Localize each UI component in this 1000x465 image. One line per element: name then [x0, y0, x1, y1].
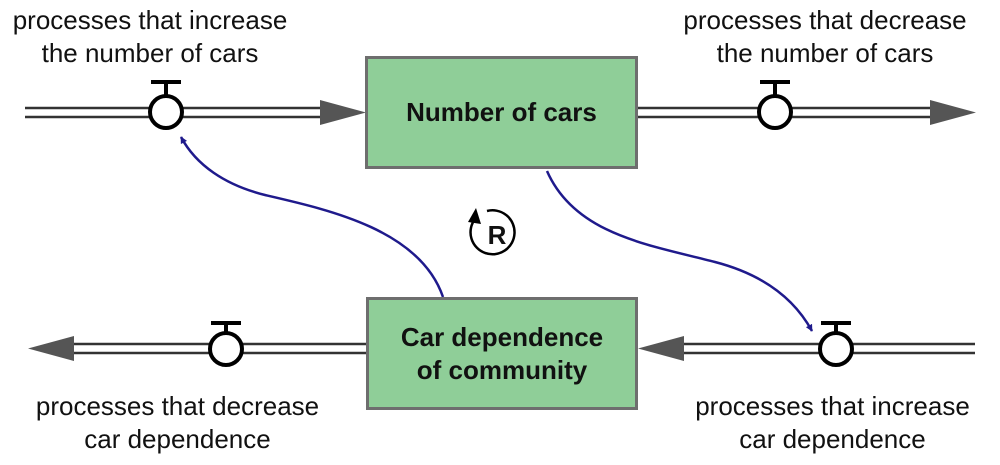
- flow-label-cars-inflow: processes that increase the number of ca…: [12, 5, 288, 68]
- inflow-pipe-cars: [25, 100, 366, 125]
- arrowhead-icon: [930, 100, 976, 125]
- arrowhead-icon: [28, 336, 74, 361]
- valve-icon-cars-outflow: [757, 80, 793, 130]
- flow-label-cars-outflow: processes that decrease the number of ca…: [683, 5, 967, 68]
- causal-link-dependence-to-cars-inflow: [179, 136, 445, 298]
- loop-label: R: [487, 220, 507, 250]
- stock-car-dependence[interactable]: Car dependence of community: [366, 297, 638, 410]
- causal-link-cars-to-dependence-inflow: [545, 170, 814, 332]
- arrowhead-icon: [638, 336, 684, 361]
- arrowhead-icon: [320, 100, 366, 125]
- outflow-pipe-dependence: [28, 336, 366, 361]
- stock-number-of-cars[interactable]: Number of cars: [365, 56, 638, 169]
- stock-label: Number of cars: [406, 97, 597, 127]
- loop-circular-arrow-icon: [468, 208, 516, 256]
- inflow-pipe-dependence: [638, 336, 975, 361]
- stock-label: Car dependence of community: [400, 321, 604, 385]
- flow-label-dependence-outflow: processes that decrease car dependence: [35, 391, 320, 454]
- flow-label-dependence-inflow: processes that increase car dependence: [695, 391, 970, 454]
- valve-icon-cars-inflow: [148, 80, 184, 130]
- valve-icon-dependence-inflow: [818, 321, 854, 367]
- outflow-pipe-cars: [638, 100, 976, 125]
- valve-icon-dependence-outflow: [208, 321, 244, 367]
